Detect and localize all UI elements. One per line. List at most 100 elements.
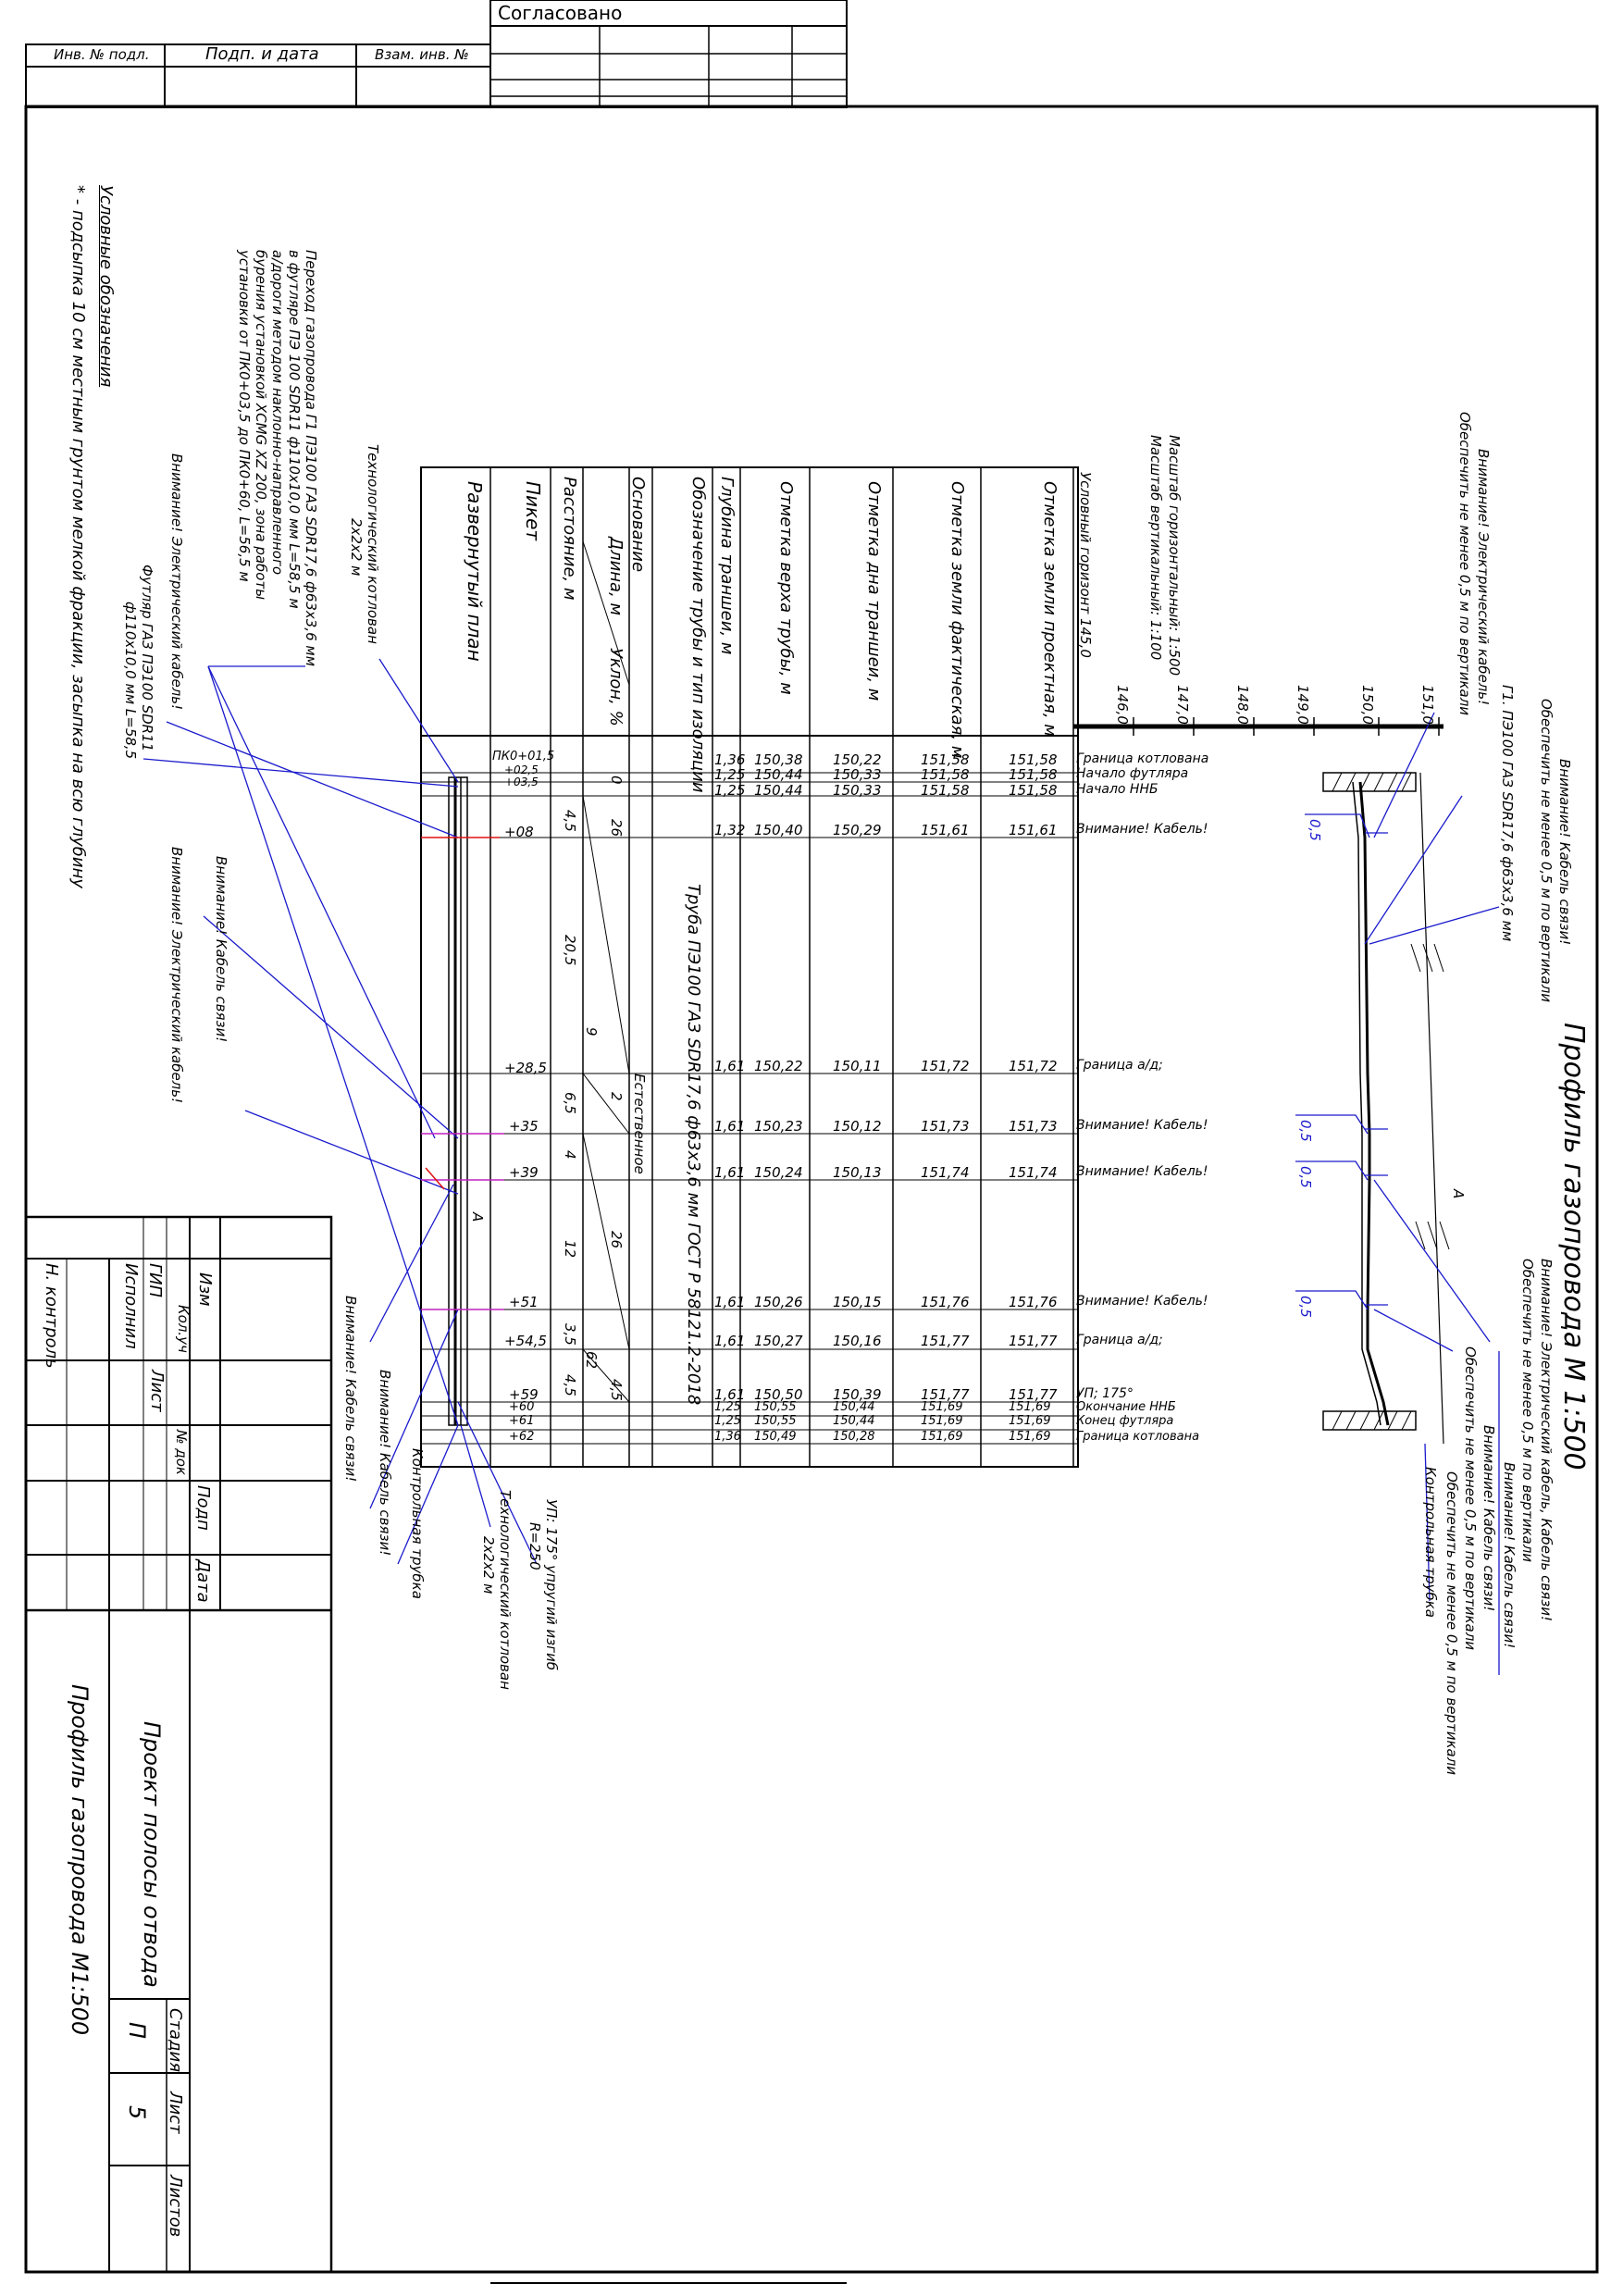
- row-pipe: Обозначение трубы и тип изоляции: [688, 477, 708, 793]
- tb-sheet-h: Лист: [166, 2091, 185, 2134]
- point-bottom: 150,29: [833, 822, 882, 838]
- point-bottom: 150,22: [833, 751, 882, 768]
- row-picket: Пикет: [522, 481, 544, 541]
- len-value: 4,5: [608, 1379, 625, 1401]
- point-depth: 1,61: [714, 1333, 746, 1349]
- point-top: 150,22: [754, 1058, 803, 1074]
- point-depth: 1,61: [714, 1164, 746, 1181]
- point-top: 150,26: [754, 1294, 803, 1310]
- point-picket: +02,5: [504, 763, 539, 776]
- point-picket: +39: [509, 1164, 539, 1181]
- point-actual: 151,77: [921, 1386, 970, 1403]
- stamp-agreed: Согласовано: [498, 2, 623, 24]
- dist-value: 4,5: [562, 810, 578, 832]
- comm-cable-left: Внимание! Кабель связи!: [213, 856, 229, 1043]
- tb-kol: Кол.уч: [175, 1305, 192, 1353]
- point-depth: 1,25: [714, 782, 746, 799]
- tb-stage: П: [124, 2022, 150, 2040]
- point-bottom: 150,13: [833, 1164, 882, 1181]
- control-tube-left: Контрольная трубка: [409, 1448, 426, 1599]
- point-bottom: 150,33: [833, 766, 882, 783]
- point-picket: +62: [509, 1430, 535, 1444]
- point-project: 151,77: [1009, 1333, 1058, 1349]
- elec-cable-top: Внимание! Электрический кабель!: [168, 453, 185, 711]
- right-low-4: Обеспечить не менее 0,5 м по вертикали: [1443, 1471, 1460, 1776]
- row-actual-elev: Отметка земли фактическая, м: [948, 481, 967, 759]
- point-picket: +59: [509, 1386, 539, 1403]
- point-picket: +35: [509, 1118, 539, 1135]
- point-project: 151,58: [1009, 766, 1058, 783]
- stamp-replaces: Взам. инв. №: [375, 46, 469, 63]
- tb-isp: Исполнил: [121, 1263, 141, 1349]
- tb-sheet: 5: [124, 2105, 150, 2120]
- point-actual: 151,58: [921, 766, 970, 783]
- right-elec-2: Обеспечить не менее 0,5 м по вертикали: [1456, 412, 1473, 716]
- point-actual: 151,61: [921, 822, 970, 838]
- stamp-sign-date: Подп. и дата: [205, 44, 319, 64]
- slope-value: 62: [583, 1351, 600, 1370]
- point-note: Внимание! Кабель!: [1076, 1164, 1208, 1179]
- point-note: Внимание! Кабель!: [1076, 1294, 1208, 1309]
- pit-top-line-2: 2х2х2 м: [348, 518, 365, 577]
- angle-line-2: R=250: [527, 1522, 543, 1570]
- right-mid-2: Обеспечить не менее 0,5 м по вертикали: [1519, 1259, 1536, 1563]
- len-value: 26: [608, 819, 625, 838]
- point-note: Внимание! Кабель!: [1076, 1118, 1208, 1133]
- point-bottom: 150,44: [833, 1400, 875, 1414]
- point-actual: 151,74: [921, 1164, 970, 1181]
- point-depth: 1,25: [714, 1400, 741, 1414]
- point-project: 151,61: [1009, 822, 1058, 838]
- value-05: 0,5: [1297, 1120, 1314, 1142]
- notes-title: Условные обозначения: [96, 185, 116, 388]
- tb-date: Дата: [193, 1559, 213, 1603]
- row-project-elev: Отметка земли проектная, м: [1040, 481, 1059, 737]
- point-project: 151,69: [1009, 1430, 1051, 1444]
- row-slope: Уклон, %: [606, 648, 626, 726]
- section-label: А: [1450, 1189, 1467, 1199]
- scale-horizontal: Масштаб горизонтальный: 1:500: [1166, 435, 1183, 676]
- row-depth: Глубина траншеи, м: [717, 477, 737, 655]
- point-note: Начало ННБ: [1076, 782, 1158, 797]
- row-top-elev: Отметка верха трубы, м: [776, 481, 796, 695]
- tick-148: 148,0: [1234, 685, 1251, 725]
- transition-line-3: а/дороги методом наклонно-направленного: [269, 250, 286, 576]
- value-05: 0,5: [1297, 1166, 1314, 1188]
- point-bottom: 150,12: [833, 1118, 882, 1135]
- point-note: Граница а/д;: [1076, 1058, 1163, 1073]
- tb-sheets-h: Листов: [166, 2175, 185, 2238]
- point-depth: 1,25: [714, 1414, 741, 1428]
- point-top: 150,44: [754, 782, 803, 799]
- value-05: 0,5: [1297, 1296, 1314, 1318]
- tick-150: 150,0: [1359, 685, 1376, 725]
- point-depth: 1,61: [714, 1386, 746, 1403]
- point-actual: 151,69: [921, 1414, 963, 1428]
- case-line-2: ф110х10,0 мм L=58,5: [122, 602, 139, 760]
- tb-doc: № док: [173, 1430, 190, 1475]
- point-depth: 1,61: [714, 1058, 746, 1074]
- angle-line-1: УП: 175° упругий изгиб: [543, 1499, 560, 1670]
- point-picket: +60: [509, 1400, 535, 1414]
- point-note: Граница а/д;: [1076, 1333, 1163, 1347]
- point-top: 150,38: [754, 751, 803, 768]
- point-note: Граница котлована: [1076, 1430, 1200, 1444]
- transition-line-2: в футляре ПЭ 100 SDR11 ф110х10,0 мм L=58…: [286, 250, 303, 609]
- point-actual: 151,58: [921, 782, 970, 799]
- right-low-1: Внимание! Кабель связи!: [1481, 1425, 1497, 1612]
- point-note: Граница котлована: [1076, 751, 1209, 766]
- point-depth: 1,32: [714, 822, 746, 838]
- pit-bottom-line-1: Технологический котлован: [497, 1490, 514, 1690]
- right-comm-2: Обеспечить не менее 0,5 м по вертикали: [1538, 699, 1555, 1003]
- tb-stage-h: Стадия: [166, 2008, 185, 2073]
- right-elec-1: Внимание! Электрический кабель!: [1475, 449, 1492, 706]
- slope-value: 0: [608, 776, 625, 785]
- point-bottom: 150,15: [833, 1294, 882, 1310]
- right-control-tube: Контрольная трубка: [1422, 1467, 1439, 1618]
- point-picket: +03,5: [504, 776, 539, 788]
- value-05: 0,5: [1307, 819, 1323, 841]
- point-actual: 151,58: [921, 751, 970, 768]
- point-actual: 151,72: [921, 1058, 970, 1074]
- row-base: Основание: [628, 477, 648, 573]
- section-label: А: [469, 1212, 486, 1222]
- slope-value: 9: [583, 1027, 600, 1036]
- point-actual: 151,76: [921, 1294, 970, 1310]
